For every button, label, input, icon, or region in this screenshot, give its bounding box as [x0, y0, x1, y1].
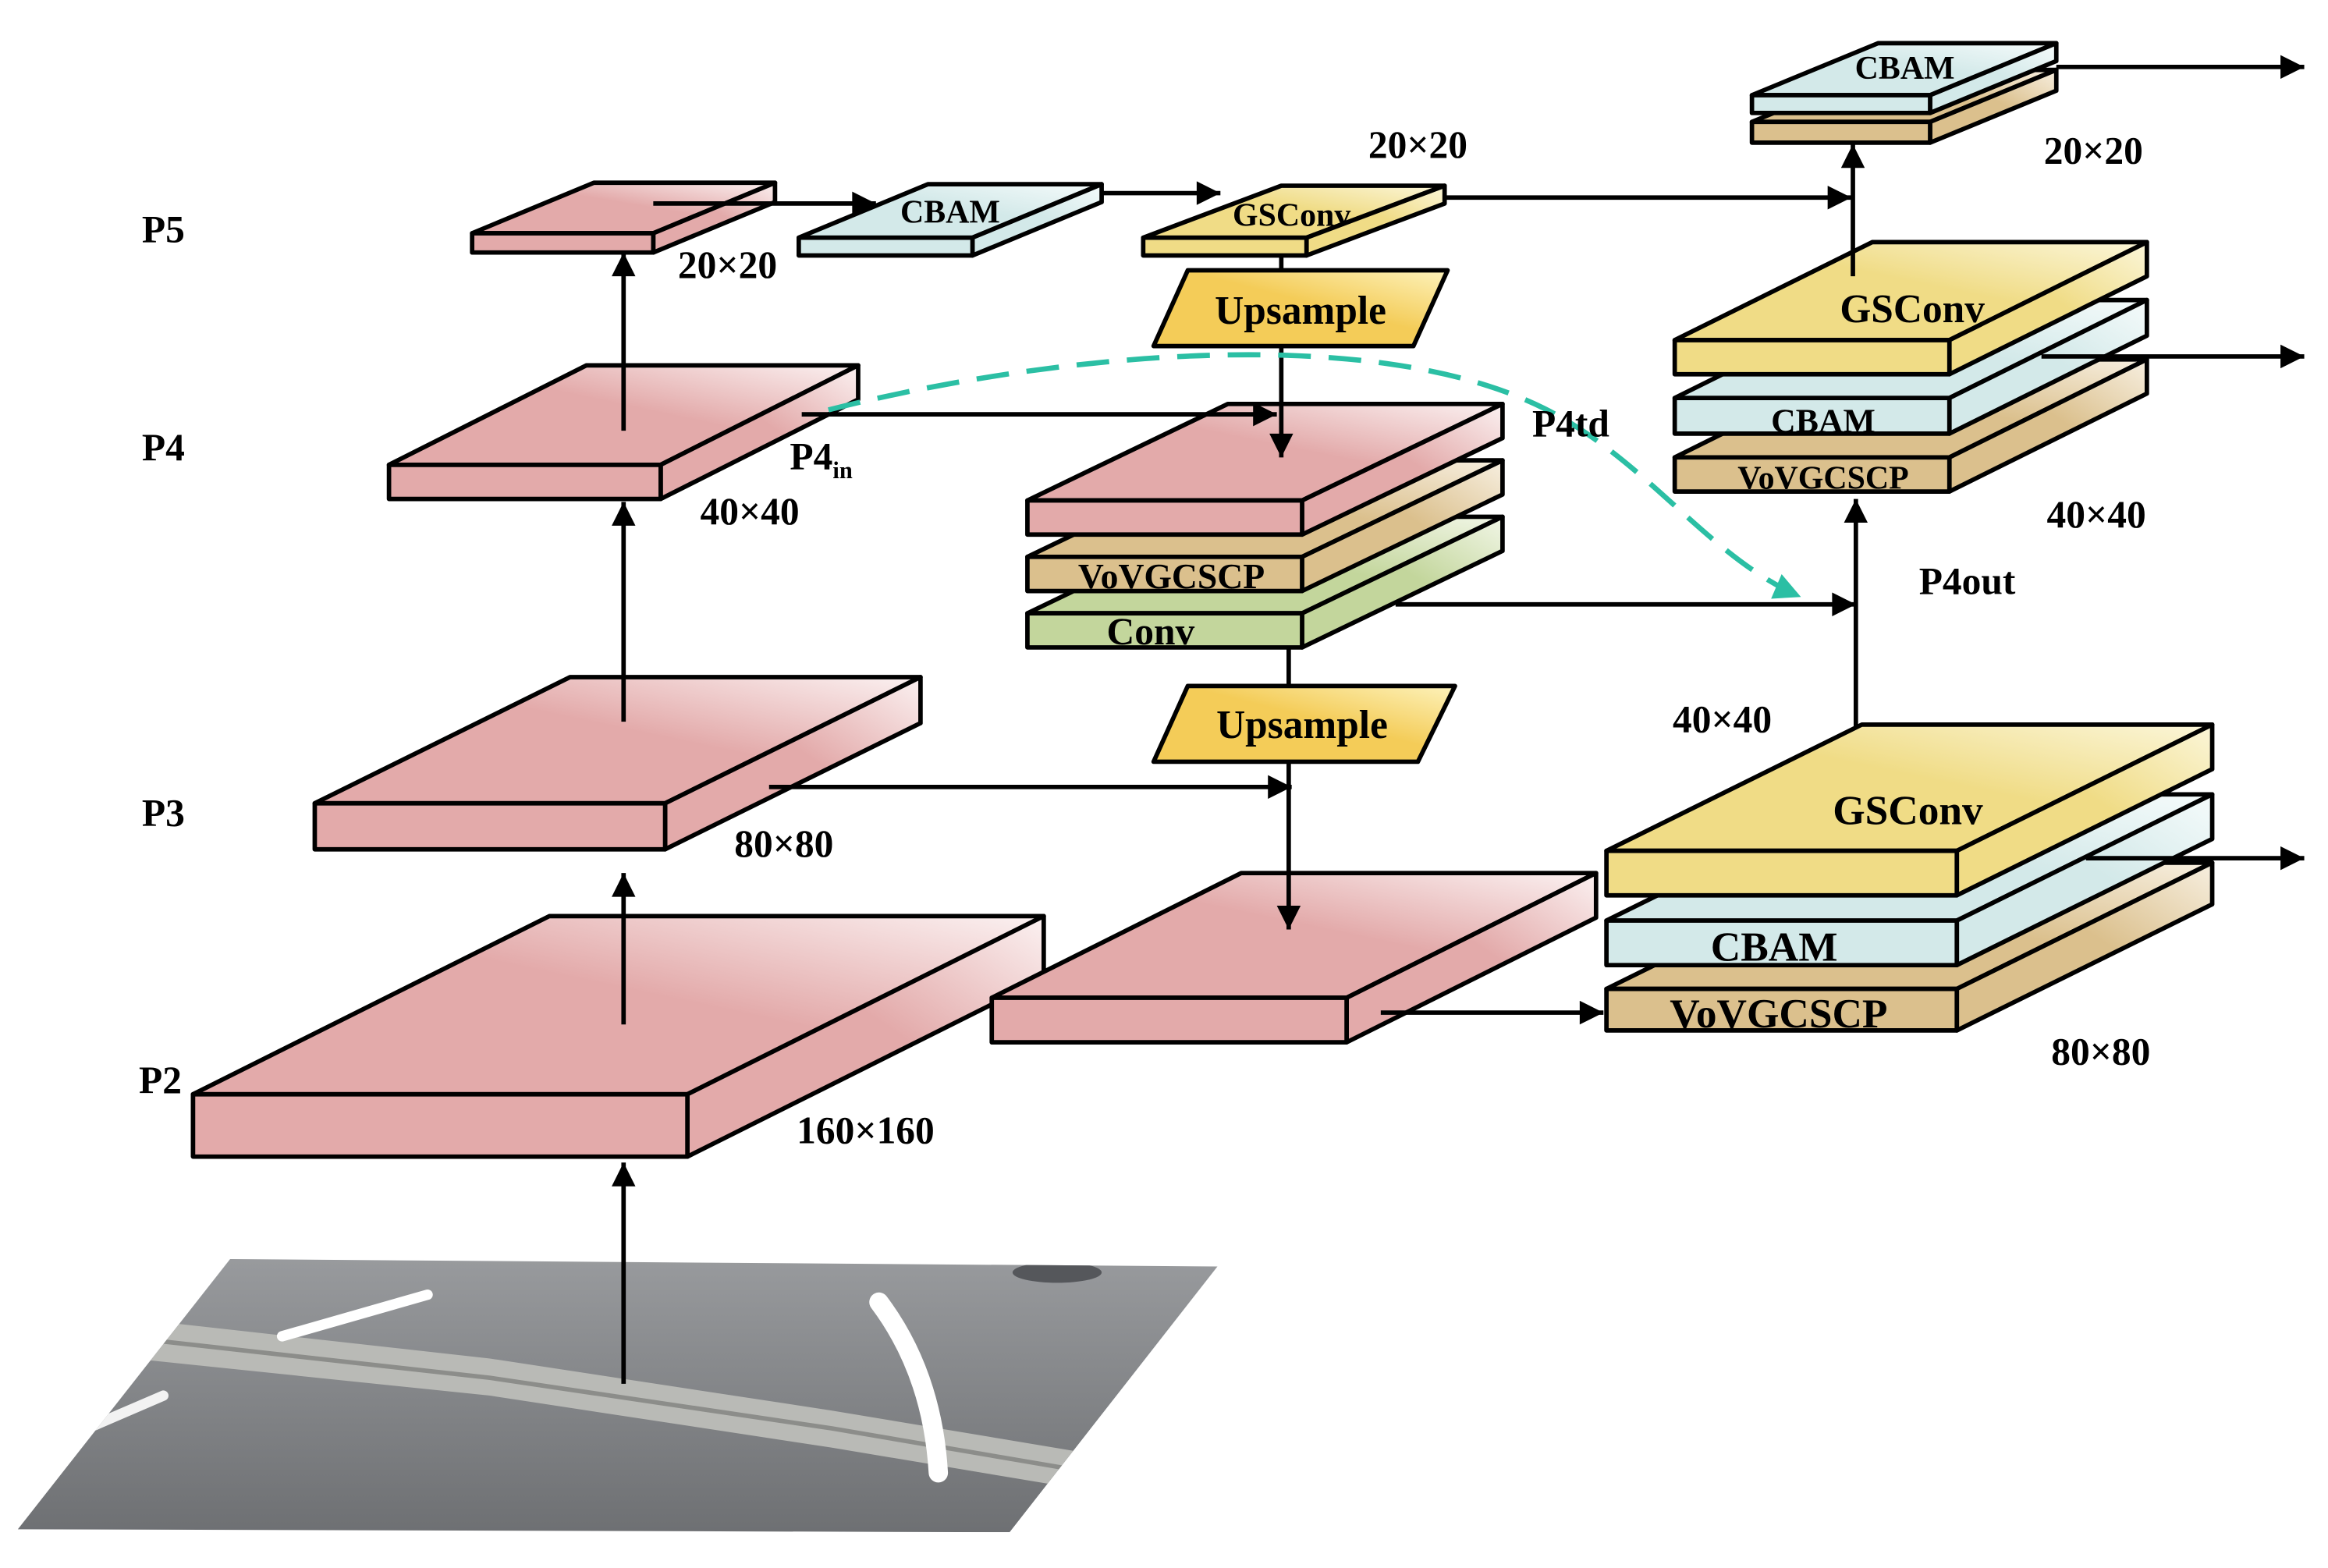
p4td-feature-slab-front-face	[1025, 498, 1304, 537]
p4in-main: P4	[790, 435, 832, 478]
p4in-label: P4in	[790, 435, 852, 484]
top-cbam-slab	[796, 182, 1104, 258]
head80-cbam-slab-front-face	[1604, 918, 1960, 968]
head20-cbam-slab-front-face	[1749, 93, 1932, 115]
head40-vovgcscp-label: VoVGCSCP	[1737, 460, 1908, 496]
p4in-subscript: in	[832, 457, 852, 484]
top-cbam-slab-front-face	[796, 235, 975, 258]
head40-size-label: 40×40	[2047, 493, 2146, 536]
backbone-p4-slab-front-face	[386, 462, 663, 502]
p4td-feature-slab	[1025, 401, 1505, 537]
head20-size-label: 20×20	[2044, 129, 2143, 172]
p3-fused-slab-front-face	[989, 995, 1349, 1045]
top-size-label: 20×20	[1368, 123, 1467, 166]
head80-gsconv-label: GSConv	[1833, 787, 1983, 833]
head80-vovgcscp-slab-front-face	[1604, 986, 1960, 1033]
backbone-p2-slab	[190, 913, 1046, 1159]
head80-gsconv-slab	[1604, 722, 2215, 898]
head80-vovgcscp-label: VoVGCSCP	[1670, 991, 1887, 1037]
head80-gsconv-slab-front-face	[1604, 848, 1960, 898]
lane-curve	[869, 1292, 949, 1483]
p4-size-label: 40×40	[700, 490, 799, 533]
level-label-p4: P4	[142, 426, 185, 469]
head40-gsconv-slab	[1672, 239, 2149, 377]
p5-size-label: 20×20	[678, 243, 777, 286]
p4td-conv-label: Conv	[1107, 610, 1195, 653]
head40-gsconv-label: GSConv	[1840, 287, 1985, 332]
p2-size-label: 160×160	[797, 1109, 935, 1152]
p4out-size-label: 40×40	[1673, 697, 1772, 740]
level-label-p5: P5	[142, 208, 185, 250]
p4td-label: P4td	[1532, 403, 1609, 445]
head20-cbam-label: CBAM	[1855, 51, 1955, 87]
upsample-middle-label: Upsample	[1216, 703, 1388, 747]
backbone-p2-slab-front-face	[190, 1091, 690, 1159]
curb-edge	[88, 1331, 1218, 1499]
skip-connection-dashed-arrow	[828, 352, 1802, 600]
p4td-conv-slab-front-face	[1025, 611, 1304, 650]
head80-size-label: 80×80	[2051, 1031, 2150, 1073]
backbone-p5-slab	[470, 180, 778, 255]
upsample-block-top	[1151, 268, 1450, 349]
labels: P5 P4 P3 P2 20×20 40×40 80×80 160×160 P4…	[139, 51, 2150, 1151]
top-gsconv-label: GSConv	[1233, 197, 1350, 233]
head80-cbam-label: CBAM	[1711, 924, 1838, 970]
connections	[612, 55, 2305, 1384]
upsample-top-label: Upsample	[1215, 289, 1386, 333]
backbone-p3-slab-front-face	[312, 800, 668, 852]
level-label-p2: P2	[139, 1059, 182, 1102]
head20-cbam-slab	[1749, 41, 2059, 115]
distant-car	[1012, 1261, 1102, 1283]
head40-cbam-slab-front-face	[1672, 396, 1952, 436]
lane-dash	[276, 1289, 433, 1342]
upsample-block-middle	[1151, 683, 1457, 764]
head40-cbam-label: CBAM	[1771, 403, 1876, 440]
head40-vovgcscp-slab-front-face	[1672, 455, 1952, 494]
p4td-vovgcscp-slab-front-face	[1025, 554, 1304, 594]
p3-fused-slab	[989, 871, 1599, 1045]
p3-size-label: 80×80	[734, 822, 833, 865]
top-cbam-label: CBAM	[900, 195, 1000, 231]
feature-slabs	[190, 41, 2215, 1159]
level-label-p3: P3	[142, 791, 185, 834]
road-image	[17, 1258, 1218, 1533]
backbone-p5-slab-front-face	[470, 231, 656, 255]
p4out-label: P4out	[1919, 559, 2016, 602]
top-gsconv-slab	[1141, 183, 1447, 258]
top-gsconv-slab-front-face	[1141, 235, 1309, 258]
head20-tan-slab-front-face	[1749, 119, 1932, 145]
head40-gsconv-slab-front-face	[1672, 338, 1952, 377]
backbone-p3-slab	[312, 675, 923, 852]
p4td-vovgcscp-label: VoVGCSCP	[1078, 556, 1265, 596]
